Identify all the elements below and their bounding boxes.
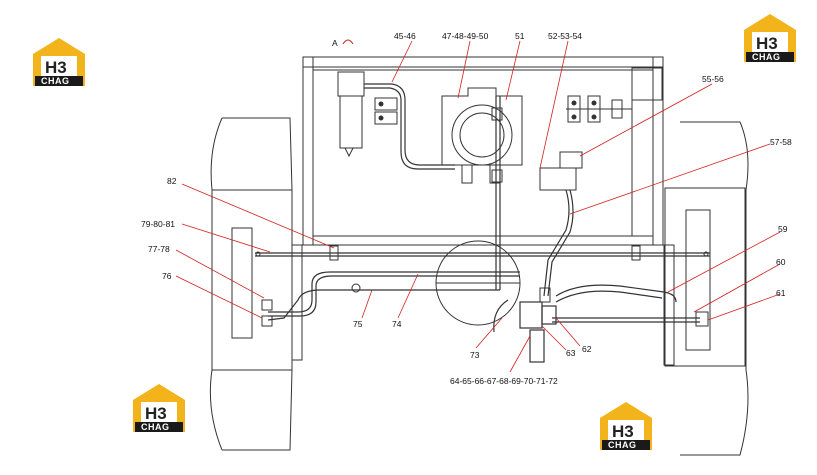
leader-lines: [175, 40, 781, 373]
svg-text:CHAG: CHAG: [41, 76, 70, 86]
callout-47-50: 47-48-49-50: [442, 31, 489, 41]
callout-labels: 45-46 47-48-49-50 51 52-53-54 55-56 57-5…: [141, 31, 792, 386]
svg-text:CHAG: CHAG: [752, 52, 781, 62]
svg-text:H3: H3: [145, 404, 167, 423]
frame: [291, 56, 675, 366]
callout-79-81: 79-80-81: [141, 219, 175, 229]
round-tank: [435, 240, 521, 326]
svg-text:H3: H3: [756, 34, 778, 53]
callout-59: 59: [778, 224, 788, 234]
callout-63: 63: [566, 348, 576, 358]
filter: [337, 71, 398, 158]
callout-76: 76: [162, 271, 172, 281]
right-wheel: [664, 121, 749, 456]
callout-64-72: 64-65-66-67-68-69-70-71-72: [450, 376, 558, 386]
callout-82: 82: [167, 176, 177, 186]
svg-text:H3: H3: [612, 422, 634, 441]
callout-75: 75: [353, 319, 363, 329]
view-label: A: [332, 38, 354, 48]
callout-74: 74: [392, 319, 402, 329]
svg-text:CHAG: CHAG: [141, 422, 170, 432]
fittings: [255, 107, 709, 327]
pipes: [255, 83, 710, 363]
logo-top-right: H3 CHAG: [744, 14, 796, 62]
callout-60: 60: [776, 257, 786, 267]
callout-73: 73: [470, 350, 480, 360]
logo-bottom-left: H3 CHAG: [133, 384, 185, 432]
valve-block: [539, 95, 632, 191]
callout-77-78: 77-78: [148, 244, 170, 254]
radiators: [231, 209, 711, 351]
svg-text:CHAG: CHAG: [608, 440, 637, 450]
logo-top-left: H3 CHAG: [33, 38, 85, 86]
left-wheel: [209, 117, 293, 451]
svg-text:A: A: [332, 38, 338, 48]
callout-57-58: 57-58: [770, 137, 792, 147]
logo-bottom-right: H3 CHAG: [600, 402, 652, 450]
callout-62: 62: [582, 344, 592, 354]
callout-45-46: 45-46: [394, 31, 416, 41]
svg-text:H3: H3: [45, 58, 67, 77]
callout-61: 61: [776, 288, 786, 298]
callout-55-56: 55-56: [702, 74, 724, 84]
callout-51: 51: [515, 31, 525, 41]
callout-52-54: 52-53-54: [548, 31, 582, 41]
